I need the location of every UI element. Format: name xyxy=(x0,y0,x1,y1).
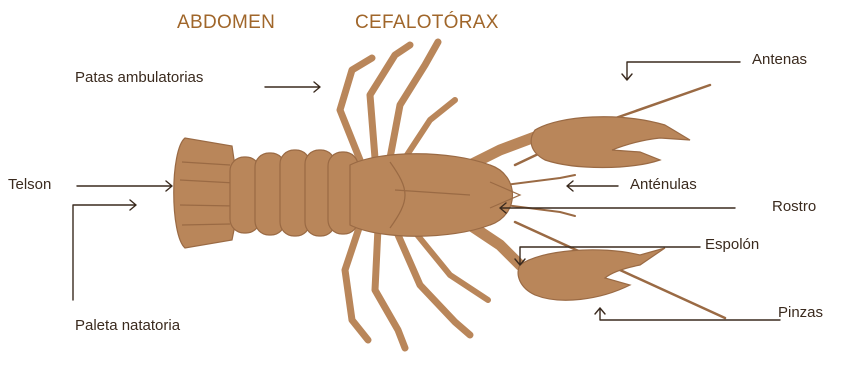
cephalothorax-heading: CEFALOTÓRAX xyxy=(355,12,499,34)
telson-label: Telson xyxy=(8,176,51,193)
antennae-label: Antenas xyxy=(752,51,807,68)
abdomen-heading: ABDOMEN xyxy=(177,12,275,34)
swimmeret-label: Paleta natatoria xyxy=(75,317,180,334)
spur-label: Espolón xyxy=(705,236,759,253)
rostrum-label: Rostro xyxy=(772,198,816,215)
pincers-label: Pinzas xyxy=(778,304,823,321)
antennules-label: Anténulas xyxy=(630,176,697,193)
walking-legs-label: Patas ambulatorias xyxy=(75,69,203,86)
